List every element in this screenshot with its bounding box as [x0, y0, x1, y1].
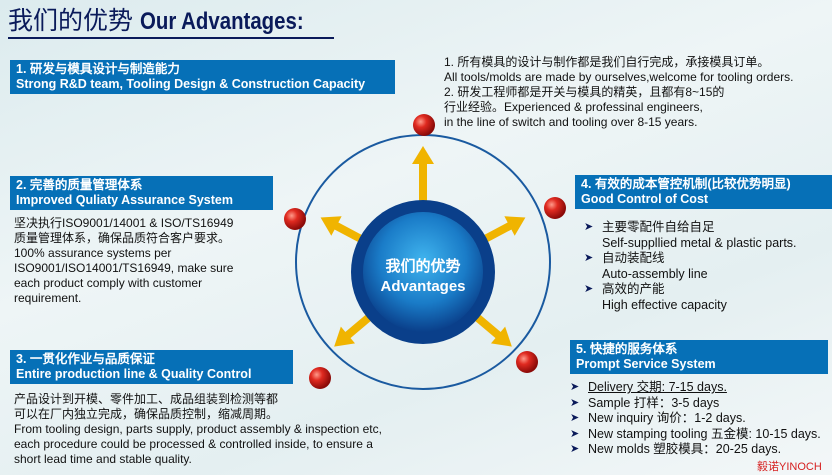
arrow-upright-icon	[482, 216, 526, 243]
arrow-downleft-icon	[334, 313, 372, 347]
list-item: ➤New molds 塑胶模具：20-25 days.	[570, 442, 782, 456]
list-item: ➤New stamping tooling 五金模: 10-15 days.	[570, 426, 821, 441]
arrow-bullet-icon: ➤	[570, 427, 580, 440]
arrow-downright-icon	[474, 313, 512, 347]
arrow-bullet-icon: ➤	[570, 381, 580, 393]
section-1-text: 1. 所有模具的设计与制作都是我们自行完成，承接模具订单。All tools/m…	[444, 55, 794, 129]
section-4-header: 4. 有效的成本管控机制(比较优势明显)Good Control of Cost	[575, 175, 832, 209]
ball-2	[284, 208, 306, 230]
arrow-bullet-icon: ➤	[570, 396, 580, 409]
arrow-up-icon	[412, 146, 434, 202]
arrows	[320, 146, 526, 347]
ball-5	[516, 351, 538, 373]
section-3-text: 产品设计到开模、零件加工、成品组装到检测等都可以在厂内独立完成，确保品质控制，缩…	[14, 392, 382, 466]
list-item: ➤Sample 打样：3-5 days	[570, 395, 720, 410]
section-5-list: ➤Delivery 交期: 7-15 days. ➤Sample 打样：3-5 …	[568, 380, 821, 458]
brand-logo: 毅诺YINOCH	[757, 461, 822, 473]
ball-1	[413, 114, 435, 136]
arrow-bullet-icon: ➤	[584, 221, 594, 233]
arrow-upleft-icon	[320, 216, 364, 243]
arrow-bullet-icon: ➤	[584, 252, 594, 264]
ball-4	[544, 197, 566, 219]
center-disk	[363, 212, 483, 332]
page-title: 我们的优势 Our Advantages:	[8, 6, 335, 39]
ball-3	[309, 367, 331, 389]
arrow-bullet-icon: ➤	[584, 283, 594, 295]
arrow-bullet-icon: ➤	[570, 412, 580, 424]
list-item: ➤New inquiry 询价：1-2 days.	[570, 411, 746, 425]
arrow-bullet-icon: ➤	[570, 443, 580, 455]
list-item: ➤Delivery 交期: 7-15 days.	[570, 380, 727, 394]
